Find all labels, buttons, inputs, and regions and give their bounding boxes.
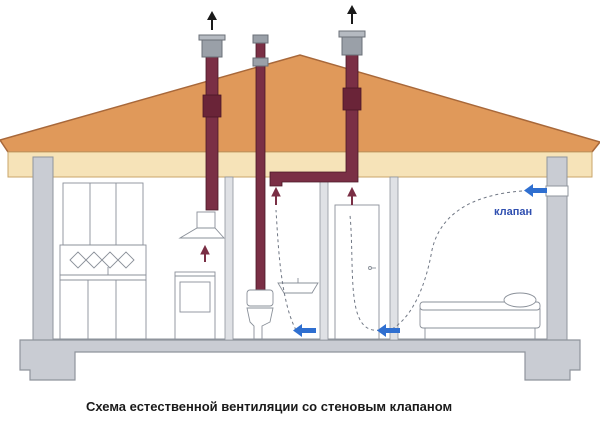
airflow-paths	[275, 190, 523, 331]
caption: Схема естественной вентиляции со стеновы…	[86, 399, 453, 414]
stove	[174, 271, 216, 340]
sewer-vent-stack	[255, 39, 266, 293]
range-hood	[178, 211, 226, 239]
up-arrow-icon	[347, 5, 357, 24]
up-arrow-icon	[207, 11, 217, 30]
bathroom-pipe-cap	[341, 34, 363, 56]
toilet	[246, 289, 274, 340]
partition-left	[224, 176, 234, 341]
left-wall	[32, 156, 54, 360]
blue-arrow-icon	[293, 324, 316, 337]
door	[334, 204, 380, 340]
kitchen-cabinets	[59, 182, 147, 340]
duct-inlet-arrow-icon	[200, 186, 357, 262]
foundation	[19, 339, 581, 381]
kitchen-exhaust-duct	[205, 44, 219, 211]
partition-right	[389, 176, 399, 341]
blue-arrow-icon	[377, 324, 400, 337]
valve-label: клапан	[494, 206, 532, 218]
wall-valve-opening	[545, 185, 569, 197]
wash-basin	[277, 278, 319, 294]
partition-middle	[319, 176, 329, 341]
blue-arrow-icon	[524, 184, 547, 197]
bed	[419, 292, 541, 339]
roof	[0, 54, 600, 153]
